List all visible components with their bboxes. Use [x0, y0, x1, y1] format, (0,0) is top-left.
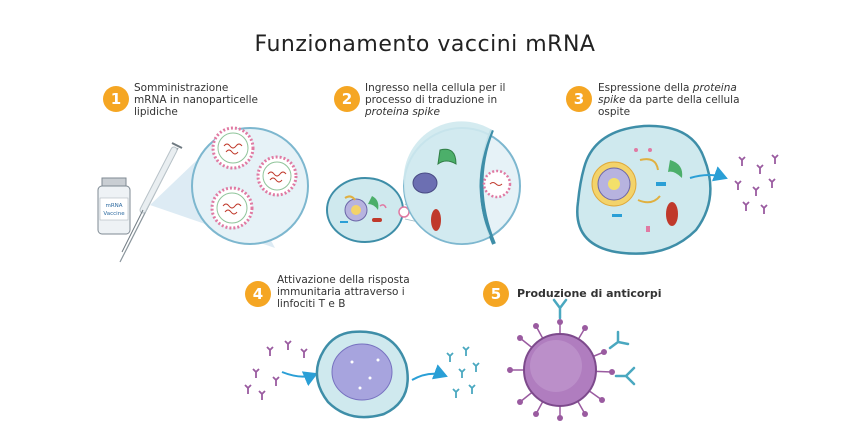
step-2-line-3: proteina spike	[365, 106, 440, 118]
step-4-line-3: linfociti T e B	[277, 298, 346, 310]
lymphocyte	[315, 330, 409, 419]
spike-proteins-in	[244, 340, 308, 400]
vial-label-line-2: Vaccine	[103, 211, 125, 217]
vial-label-line-1: mRNA	[105, 203, 122, 209]
spike-proteins-released	[734, 154, 779, 214]
vaccine-vial: mRNA Vaccine	[97, 177, 131, 235]
step-3-line-3: ospite	[598, 106, 631, 118]
step-5-text: Produzione di anticorpi	[517, 287, 662, 300]
step-3-line-1b: proteina	[692, 82, 737, 94]
page-title: Funzionamento vaccini mRNA	[254, 32, 596, 57]
step-4-text: Attivazione della risposta immunitaria a…	[277, 274, 447, 310]
syringe	[119, 142, 183, 263]
membrane-magnifier	[403, 121, 521, 245]
arrow-out-lymphocyte	[411, 364, 448, 381]
step-5-badge: 5	[483, 281, 509, 307]
antibody-bound	[552, 298, 636, 386]
step-1-line-2: mRNA in nanoparticelle	[134, 94, 258, 106]
step-4-badge: 4	[245, 281, 271, 307]
step-3-badge: 3	[566, 86, 592, 112]
step-2-line-2: processo di traduzione in	[365, 94, 498, 106]
nanoparticle-magnifier	[191, 126, 309, 245]
virus-particle	[507, 319, 615, 421]
step-1-badge: 1	[103, 86, 129, 112]
host-cell-small	[326, 177, 410, 243]
step-3-line-2b: da parte della cellula	[625, 94, 740, 106]
arrow-into-lymphocyte	[281, 371, 318, 387]
step-2-line-1: Ingresso nella cellula per il	[365, 82, 506, 94]
step-2-badge: 2	[334, 86, 360, 112]
step-1-text: Somministrazione mRNA in nanoparticelle …	[134, 82, 294, 118]
step-4-line-2: immunitaria attraverso i	[277, 286, 405, 298]
step-3-line-2a: spike	[598, 94, 626, 106]
arrow-step-3	[689, 166, 728, 182]
step-1-line-1: Somministrazione	[134, 82, 229, 94]
step-4-line-1: Attivazione della risposta	[277, 274, 410, 286]
step-1-line-3: lipidiche	[134, 106, 178, 118]
step-3-text: Espressione della proteina spike da part…	[598, 82, 768, 118]
host-cell-large	[576, 124, 712, 255]
step-3-line-1a: Espressione della	[598, 82, 693, 94]
step-2-text: Ingresso nella cellula per il processo d…	[365, 82, 545, 118]
antibodies-produced	[446, 346, 480, 398]
